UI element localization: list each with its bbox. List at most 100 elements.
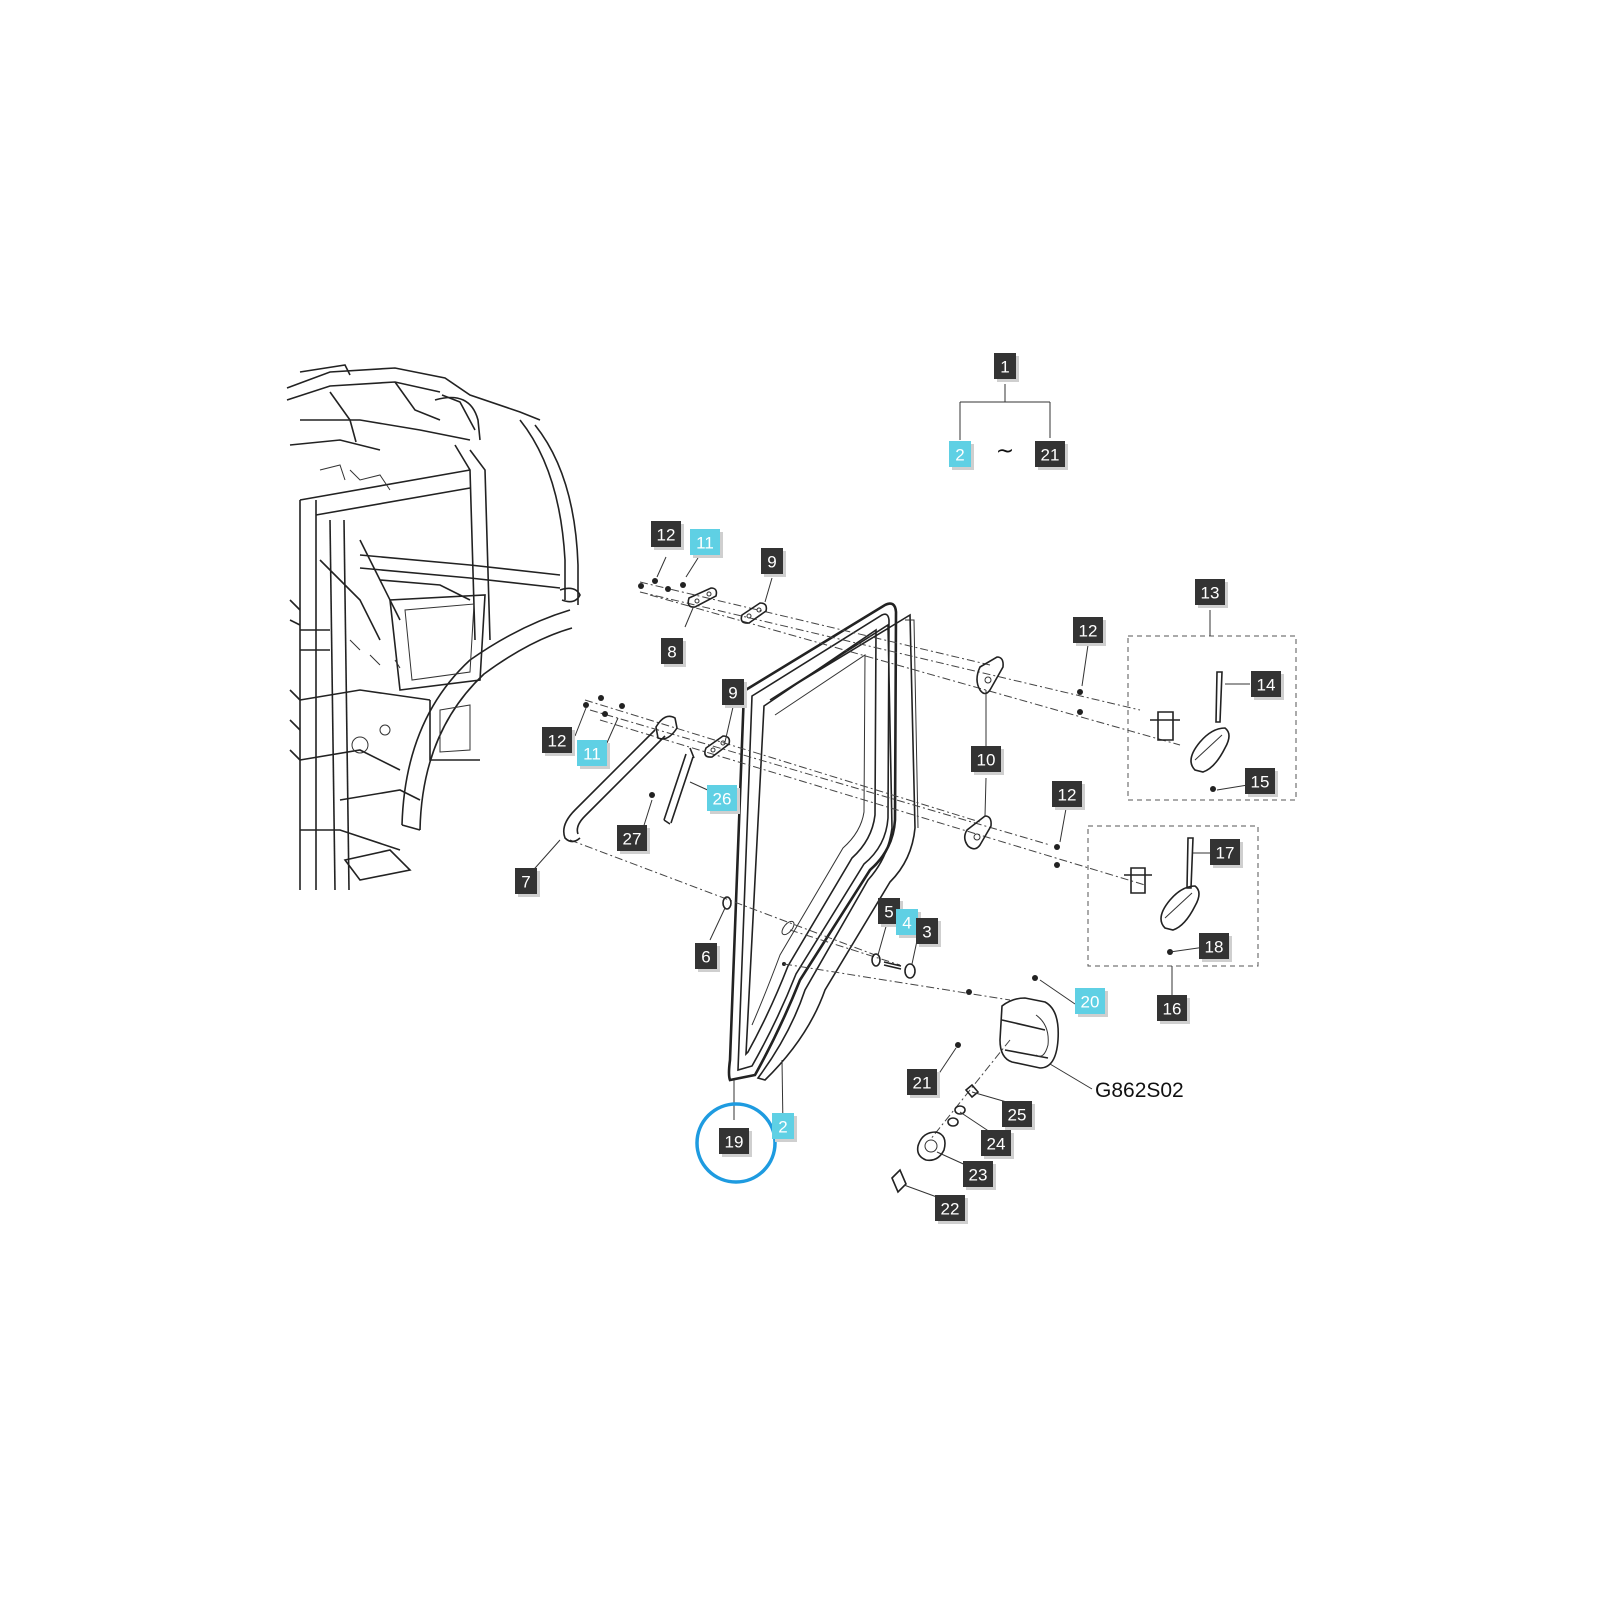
callout-9: 9 <box>722 679 747 708</box>
callout-12: 12 <box>651 521 684 550</box>
small-parts <box>562 578 1230 1194</box>
group-boxes <box>1087 635 1297 967</box>
callout-box <box>695 943 717 969</box>
callout-11: 11 <box>690 529 723 558</box>
callout-12: 12 <box>1073 617 1106 646</box>
callout-box <box>761 548 783 574</box>
callout-box <box>916 918 938 944</box>
callout-box <box>690 529 720 555</box>
callout-text: 12 <box>1079 622 1098 641</box>
callout-12: 12 <box>542 727 575 756</box>
callout-text: 20 <box>1081 993 1100 1012</box>
callout-3: 3 <box>916 918 941 947</box>
callout-box <box>1002 1101 1032 1127</box>
callout-text: 1 <box>1000 358 1009 377</box>
callout-box <box>719 1128 749 1154</box>
callout-text: 25 <box>1008 1106 1027 1125</box>
callout-box <box>907 1069 937 1095</box>
callout-24: 24 <box>981 1130 1014 1159</box>
callout-text: 7 <box>521 873 530 892</box>
callout-20: 20 <box>1075 988 1108 1017</box>
callout-box <box>1073 617 1103 643</box>
callout-text: 22 <box>941 1200 960 1219</box>
callout-text: 4 <box>902 914 911 933</box>
callout-text: 19 <box>725 1133 744 1152</box>
callout-15: 15 <box>1245 768 1278 797</box>
callout-4: 4 <box>896 909 921 938</box>
callout-box <box>651 521 681 547</box>
callout-box <box>935 1195 965 1221</box>
callout-text: 18 <box>1205 938 1224 957</box>
callout-box <box>1245 768 1275 794</box>
callout-16: 16 <box>1157 995 1190 1024</box>
callout-box <box>1195 579 1225 605</box>
callout-text: 12 <box>548 732 567 751</box>
callout-text: 6 <box>701 948 710 967</box>
cab-frame-drawing <box>286 364 581 891</box>
callout-1: 1 <box>994 353 1019 382</box>
callout-text: 10 <box>977 751 996 770</box>
callout-text: 27 <box>623 830 642 849</box>
callout-box <box>1035 441 1065 467</box>
callout-text: 14 <box>1257 676 1276 695</box>
door-glass-drawing <box>727 602 919 1082</box>
callout-9: 9 <box>761 548 786 577</box>
callout-box <box>1052 781 1082 807</box>
callout-22: 22 <box>935 1195 968 1224</box>
callout-27: 27 <box>617 825 650 854</box>
callout-box <box>1157 995 1187 1021</box>
callout-box <box>896 909 918 935</box>
centerlines <box>569 581 1181 1141</box>
callout-box <box>963 1161 993 1187</box>
callout-text: 11 <box>696 534 714 553</box>
callout-12: 12 <box>1052 781 1085 810</box>
callout-text: 2 <box>778 1118 787 1137</box>
callout-text: 9 <box>728 684 737 703</box>
callout-box <box>994 353 1016 379</box>
callout-box <box>577 740 607 766</box>
callout-text: 12 <box>657 526 676 545</box>
callout-26: 26 <box>707 785 740 814</box>
callout-7: 7 <box>515 868 540 897</box>
callout-text: 24 <box>987 1135 1006 1154</box>
callout-14: 14 <box>1251 671 1284 700</box>
callout-box <box>1075 988 1105 1014</box>
callout-box <box>878 898 900 924</box>
callout-13: 13 <box>1195 579 1228 608</box>
callout-text: 3 <box>922 923 931 942</box>
callout-box <box>1251 671 1281 697</box>
callout-17: 17 <box>1210 839 1243 868</box>
callout-box <box>772 1113 794 1139</box>
callout-box <box>981 1130 1011 1156</box>
diagram-code: G862S02 <box>1095 1079 1184 1102</box>
group-box-13 <box>1127 635 1297 801</box>
callout-text: 21 <box>913 1074 932 1093</box>
callout-11: 11 <box>577 740 610 769</box>
callout-text: 12 <box>1058 786 1077 805</box>
range-symbol: ~ <box>996 439 1014 464</box>
callout-box <box>707 785 737 811</box>
callout-2: 2 <box>772 1113 797 1142</box>
callout-text: 2 <box>955 446 964 465</box>
callout-text: 5 <box>884 903 893 922</box>
callout-box <box>971 746 1001 772</box>
callout-text: 17 <box>1216 844 1235 863</box>
callout-text: 9 <box>767 553 776 572</box>
callout-box <box>949 441 971 467</box>
callout-text: 15 <box>1251 773 1270 792</box>
callout-text: 26 <box>713 790 732 809</box>
callout-2: 2 <box>949 441 974 470</box>
highlight-circle <box>695 1102 777 1184</box>
callout-box <box>661 638 683 664</box>
callout-box <box>542 727 572 753</box>
callout-6: 6 <box>695 943 720 972</box>
callout-19: 19 <box>719 1128 752 1157</box>
callout-8: 8 <box>661 638 686 667</box>
callout-text: 8 <box>667 643 676 662</box>
callout-21: 21 <box>907 1069 940 1098</box>
callout-text: 11 <box>583 745 601 764</box>
callout-text: 23 <box>969 1166 988 1185</box>
callout-text: 16 <box>1163 1000 1182 1019</box>
